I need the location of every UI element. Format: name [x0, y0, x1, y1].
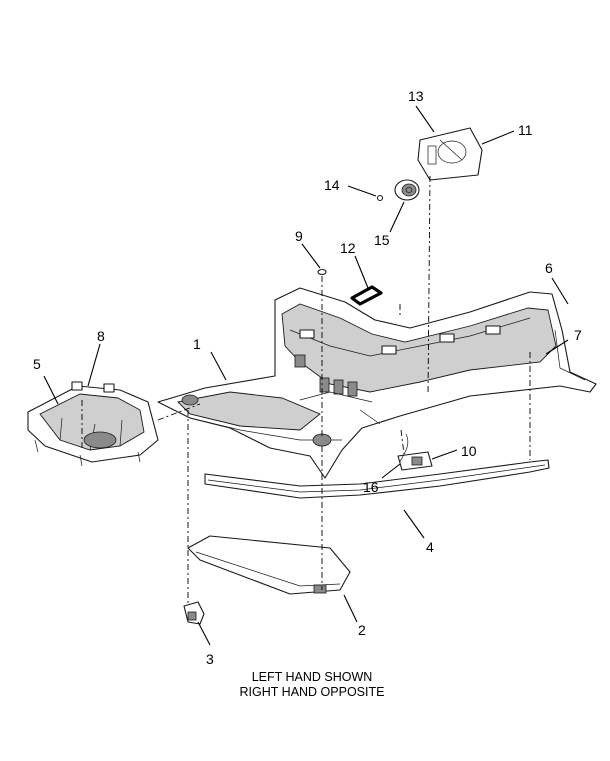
- part-1-trim-panel: [157, 287, 597, 479]
- leader-lines: [43, 105, 569, 646]
- callout-12: 12: [340, 240, 356, 256]
- callout-10: 10: [461, 443, 477, 459]
- part-10-connector: [397, 451, 433, 471]
- callout-3: 3: [206, 651, 214, 667]
- callout-7: 7: [574, 327, 582, 343]
- part-4-sill-strip: [204, 459, 550, 499]
- part-16-wire: [399, 433, 409, 463]
- part-5-storage-bin: [27, 381, 159, 467]
- part-12-gasket: [350, 285, 383, 306]
- callout-8: 8: [97, 328, 105, 344]
- part-13-bracket: [417, 127, 483, 181]
- part-15-speaker: [394, 179, 420, 201]
- part-2-floor-cover: [187, 535, 351, 595]
- callout-9: 9: [295, 228, 303, 244]
- callout-2: 2: [358, 622, 366, 638]
- part-3-clip: [183, 601, 205, 625]
- callout-4: 4: [426, 539, 434, 555]
- callout-14: 14: [324, 177, 340, 193]
- callout-1: 1: [193, 336, 201, 352]
- callout-15: 15: [374, 232, 390, 248]
- callout-16: 16: [363, 479, 379, 495]
- note-line-2: RIGHT HAND OPPOSITE: [240, 685, 385, 699]
- part-9-clip: [317, 268, 327, 276]
- orientation-note: LEFT HAND SHOWN RIGHT HAND OPPOSITE: [240, 670, 385, 699]
- part-14-screw: [376, 194, 384, 202]
- callout-13: 13: [408, 88, 424, 104]
- callout-6: 6: [545, 260, 553, 276]
- callout-5: 5: [33, 356, 41, 372]
- note-line-1: LEFT HAND SHOWN: [252, 670, 373, 684]
- callout-11: 11: [518, 122, 533, 138]
- callout-labels: 1 2 3 4 5 6 7 8 9 10 11 12 13 14 15 16: [33, 88, 582, 667]
- alignment-lines: [81, 175, 531, 606]
